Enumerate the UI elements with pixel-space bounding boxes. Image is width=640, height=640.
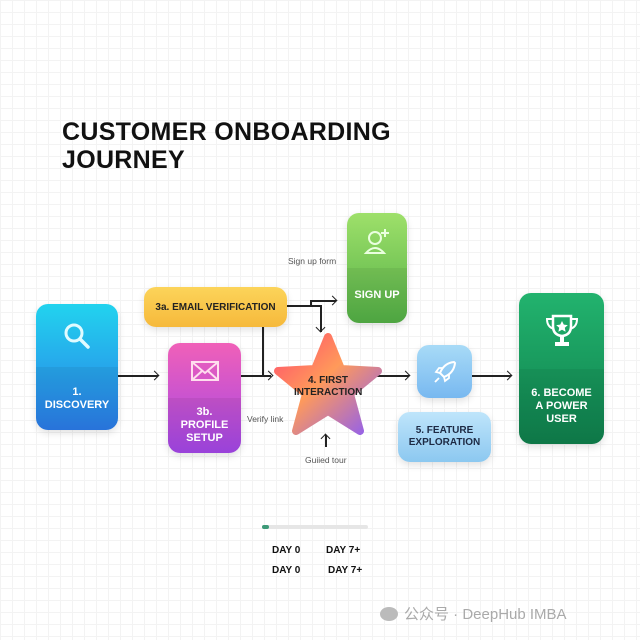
timeline-progress-fill xyxy=(262,525,270,529)
star-shape xyxy=(274,333,382,435)
annotation-verify-link: Verify link xyxy=(247,414,284,424)
magnifier-icon xyxy=(64,323,90,349)
step-label: 3a. EMAIL VERIFICATION xyxy=(155,301,276,313)
arrow-head xyxy=(315,322,326,333)
user-plus-icon xyxy=(363,228,389,254)
step-label: 5. FEATURE EXPLORATION xyxy=(408,425,481,448)
watermark-text: 公众号 · DeepHub IMBA xyxy=(404,606,567,623)
timeline-label: DAY 0 xyxy=(272,565,301,576)
step-label: 3b. PROFILE SETUP xyxy=(168,398,241,453)
step-power-user[interactable]: 6. BECOME A POWER USER xyxy=(519,293,604,444)
step-label: 6. BECOME A POWER USER xyxy=(519,368,604,444)
title-line-1: CUSTOMER ONBOARDING xyxy=(62,118,391,146)
step-email-verification[interactable]: 3a. EMAIL VERIFICATION xyxy=(144,287,287,327)
arrow-head xyxy=(149,370,160,381)
arrow-head xyxy=(263,370,274,381)
step-label: SIGN UP xyxy=(347,268,407,323)
timeline-label: DAY 0 xyxy=(272,545,301,556)
step-profile-setup[interactable]: 3b. PROFILE SETUP xyxy=(168,343,241,453)
timeline-label: DAY 7+ xyxy=(328,565,363,576)
connector xyxy=(310,300,336,302)
connector xyxy=(325,435,327,447)
rocket-tile xyxy=(417,345,472,398)
connector xyxy=(310,300,312,306)
connector xyxy=(472,375,511,377)
envelope-icon xyxy=(190,360,219,381)
arrow-head xyxy=(502,370,513,381)
rocket-icon xyxy=(433,360,456,383)
page-title: CUSTOMER ONBOARDING JOURNEY xyxy=(62,118,391,174)
annotation-sign-up-form: Sign up form xyxy=(288,256,337,266)
arrow-head xyxy=(400,370,411,381)
arrow-head xyxy=(327,295,338,306)
arrow-head xyxy=(320,433,331,444)
annotation-guided-tour: Guiied tour xyxy=(305,455,347,465)
connector xyxy=(287,305,320,307)
connector xyxy=(118,375,158,377)
connector xyxy=(241,375,271,377)
step-discovery[interactable]: 1. DISCOVERY xyxy=(36,304,118,430)
step-feature-exploration[interactable]: 5. FEATURE EXPLORATION xyxy=(398,412,491,462)
connector xyxy=(320,305,322,332)
watermark: 公众号 · DeepHub IMBA xyxy=(380,603,567,624)
trophy-icon xyxy=(545,314,578,346)
step-sign-up[interactable]: SIGN UP xyxy=(347,213,407,323)
timeline-label: DAY 7+ xyxy=(326,545,361,556)
title-line-2: JOURNEY xyxy=(62,146,185,174)
step-first-interaction[interactable]: 4. FIRST INTERACTION xyxy=(274,333,382,435)
wechat-icon xyxy=(380,606,398,621)
step-label: 4. FIRST INTERACTION xyxy=(294,375,363,398)
connector xyxy=(377,375,409,377)
connector xyxy=(262,327,264,375)
timeline-progress-bar xyxy=(262,525,368,529)
step-label: 1. DISCOVERY xyxy=(36,367,118,430)
